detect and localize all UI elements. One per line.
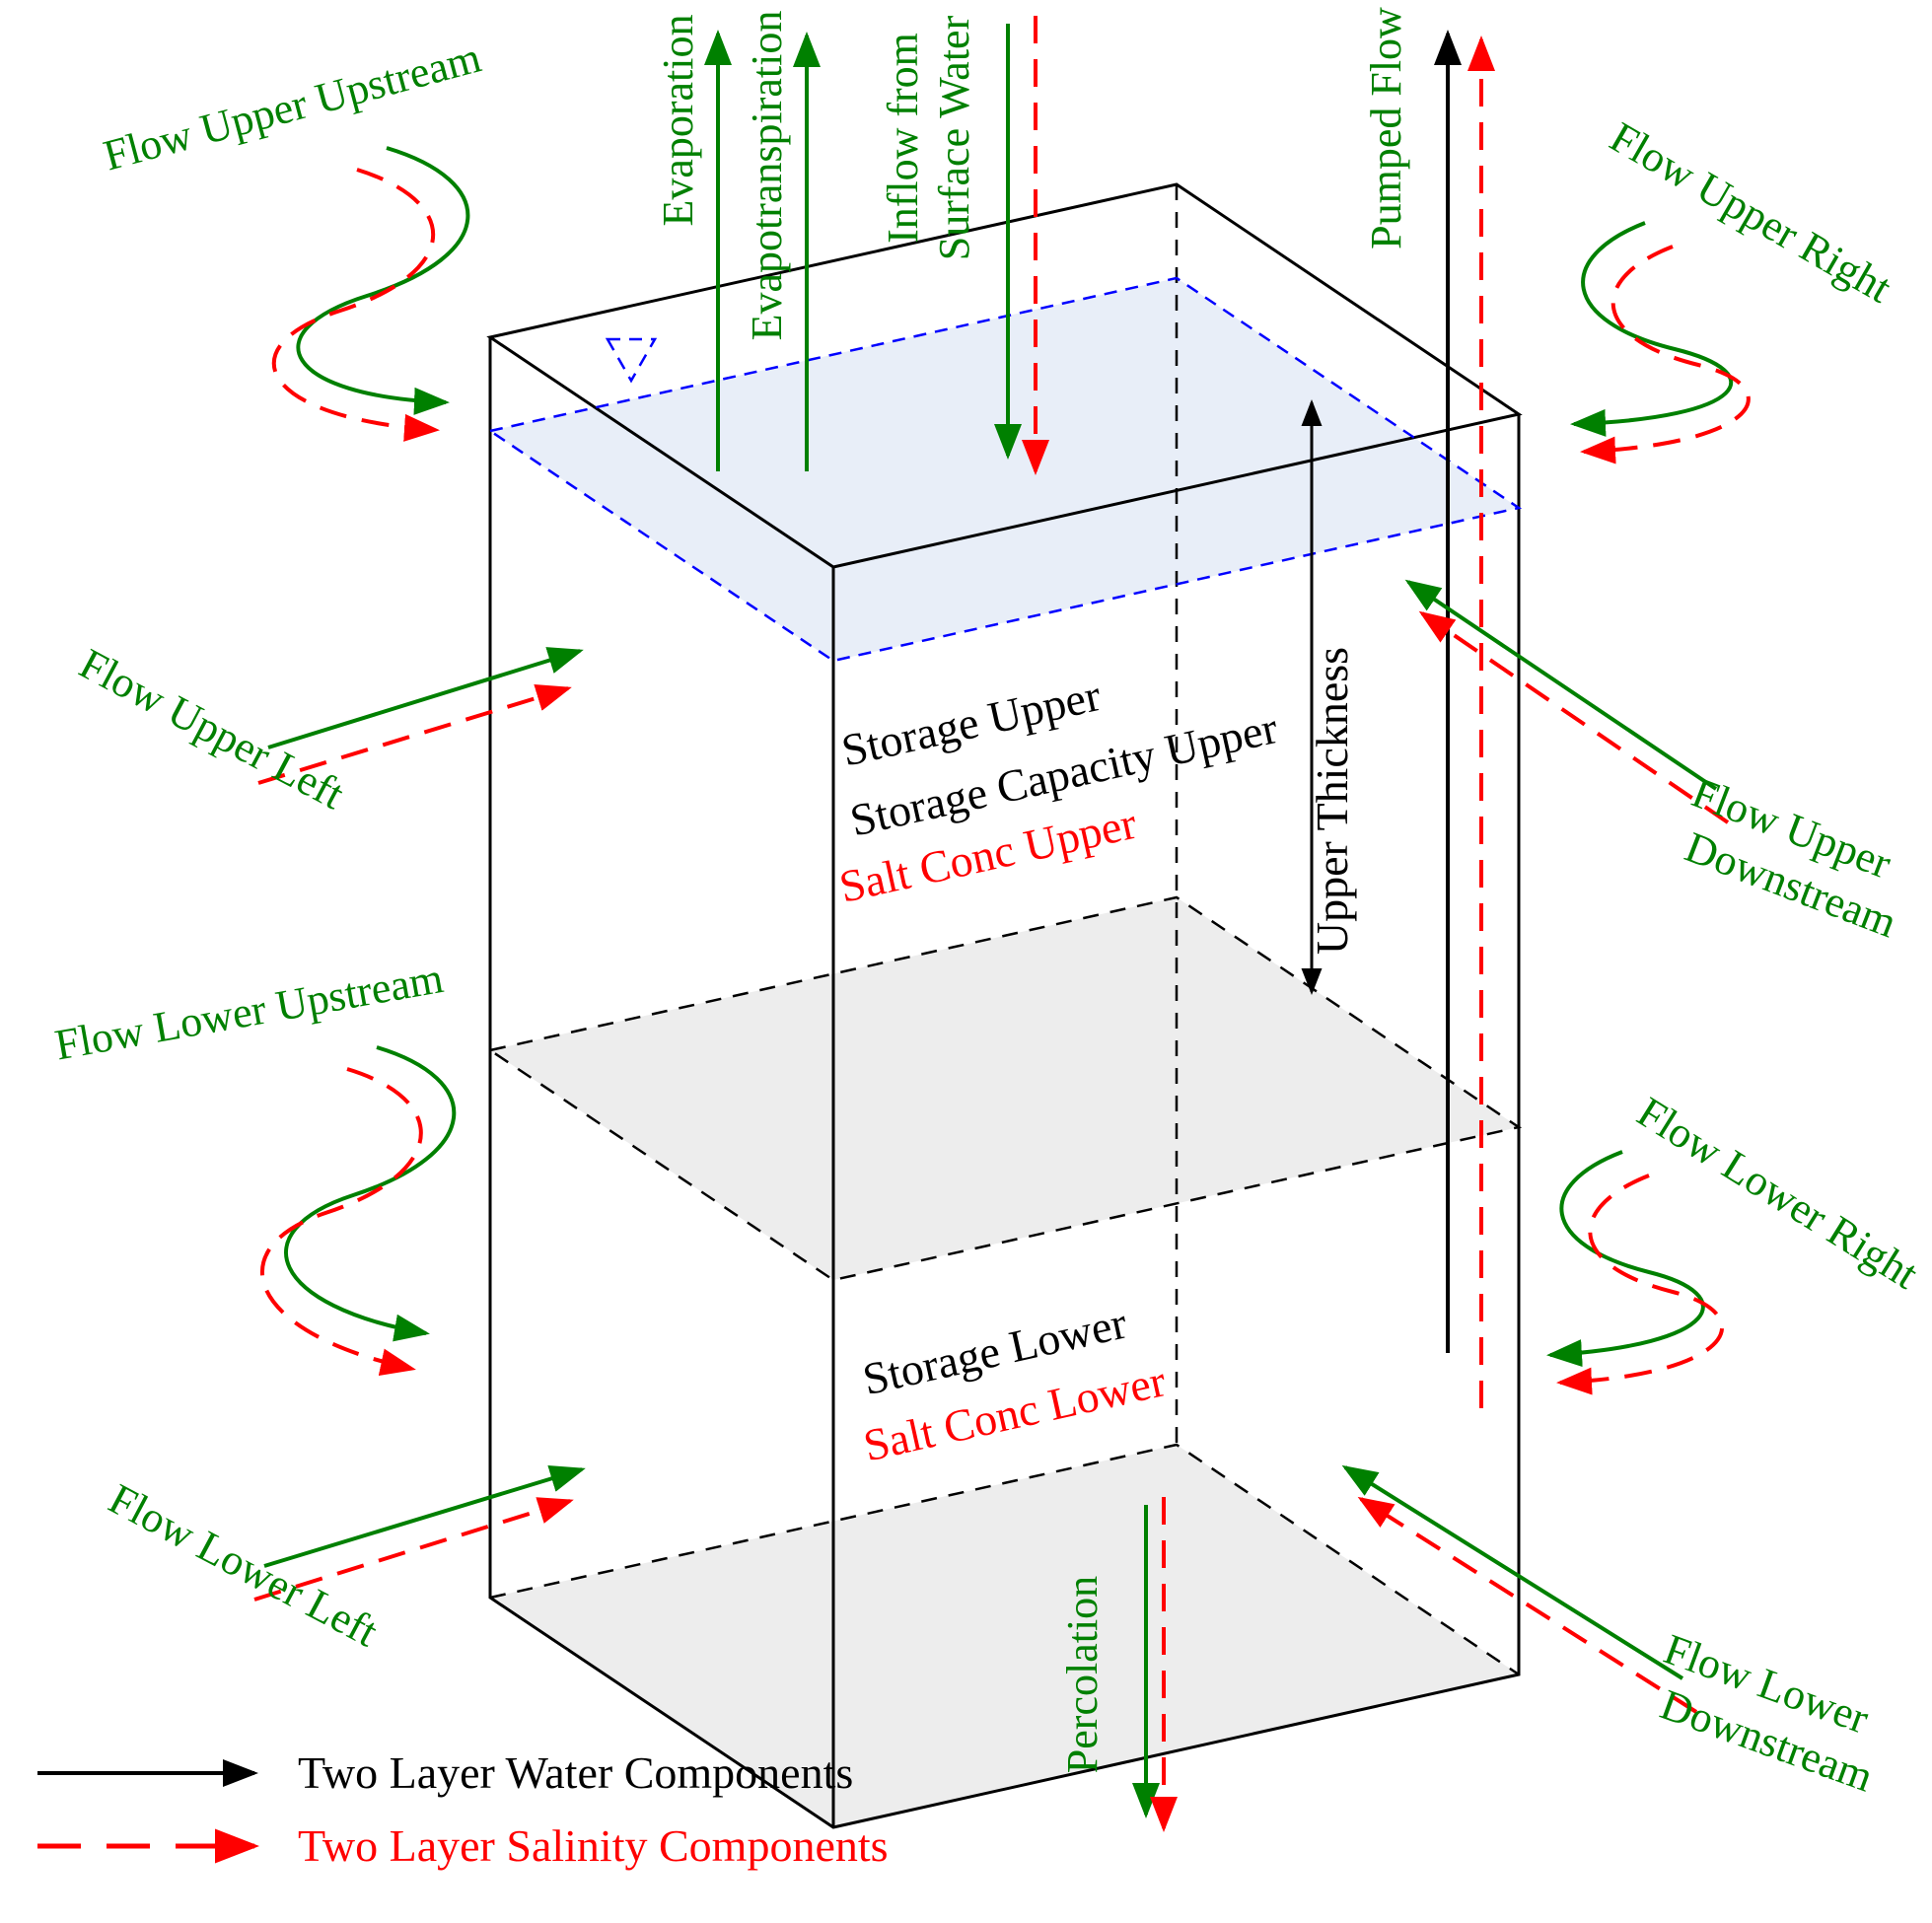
flow-lower-upstream-salinity-arrow [259,1067,423,1376]
evaporation-label: Evaporation [654,14,702,226]
inflow-label-line2: Surface Water [930,15,978,260]
flow-lower-left-water-arrow [263,1464,586,1568]
flow-lower-downstream-water-arrow [1341,1464,1684,1680]
percolation-label: Percolation [1058,1576,1107,1773]
inflow-label-line1: Inflow from [879,33,927,244]
flow-upper-upstream-salinity-arrow [271,168,440,442]
flow-lower-right-label: Flow Lower Right [1629,1088,1927,1299]
flow-upper-downstream-salinity-arrow [1418,610,1730,824]
flow-lower-right-salinity-arrow [1556,1174,1725,1395]
flow-upper-downstream-label: Flow Upper Downstream [1679,768,1902,948]
water-surface-plane [490,278,1519,661]
flow-upper-left-label: Flow Upper Left [72,639,352,819]
water-surface-outline [486,276,1523,663]
flow-upper-right-label: Flow Upper Right [1602,112,1899,313]
flow-lower-downstream-label: Flow Lower Downstream [1654,1624,1879,1801]
flow-upper-upstream-label: Flow Upper Upstream [99,33,486,179]
water-table-marker-icon [605,337,658,384]
flow-upper-downstream-water-arrow [1404,579,1718,791]
legend: Two Layer Water Components Two Layer Sal… [37,1747,889,1871]
evapotranspiration-label: Evapotranspiration [743,11,791,341]
flow-lower-left-salinity-arrow [253,1497,574,1602]
legend-salinity-label: Two Layer Salinity Components [298,1820,889,1871]
flow-lower-left-label: Flow Lower Left [102,1474,386,1656]
layer-divider-plane [490,897,1519,1280]
flow-lower-upstream-water-arrow [284,1045,457,1342]
flow-lower-right-water-arrow [1546,1150,1705,1368]
legend-water-label: Two Layer Water Components [298,1747,853,1798]
flow-upper-left-salinity-arrow [257,683,572,785]
flow-upper-right-salinity-arrow [1580,245,1751,464]
flow-lower-downstream-salinity-arrow [1357,1496,1698,1714]
box-bottom-hidden-edges [489,1443,1520,1676]
flow-upper-upstream-water-arrow [296,146,470,415]
upper-thickness-label: Upper Thickness [1307,647,1357,955]
flow-upper-left-water-arrow [267,647,584,749]
pumped-flow-label: Pumped Flow [1362,7,1410,249]
flow-upper-right-water-arrow [1570,221,1734,437]
